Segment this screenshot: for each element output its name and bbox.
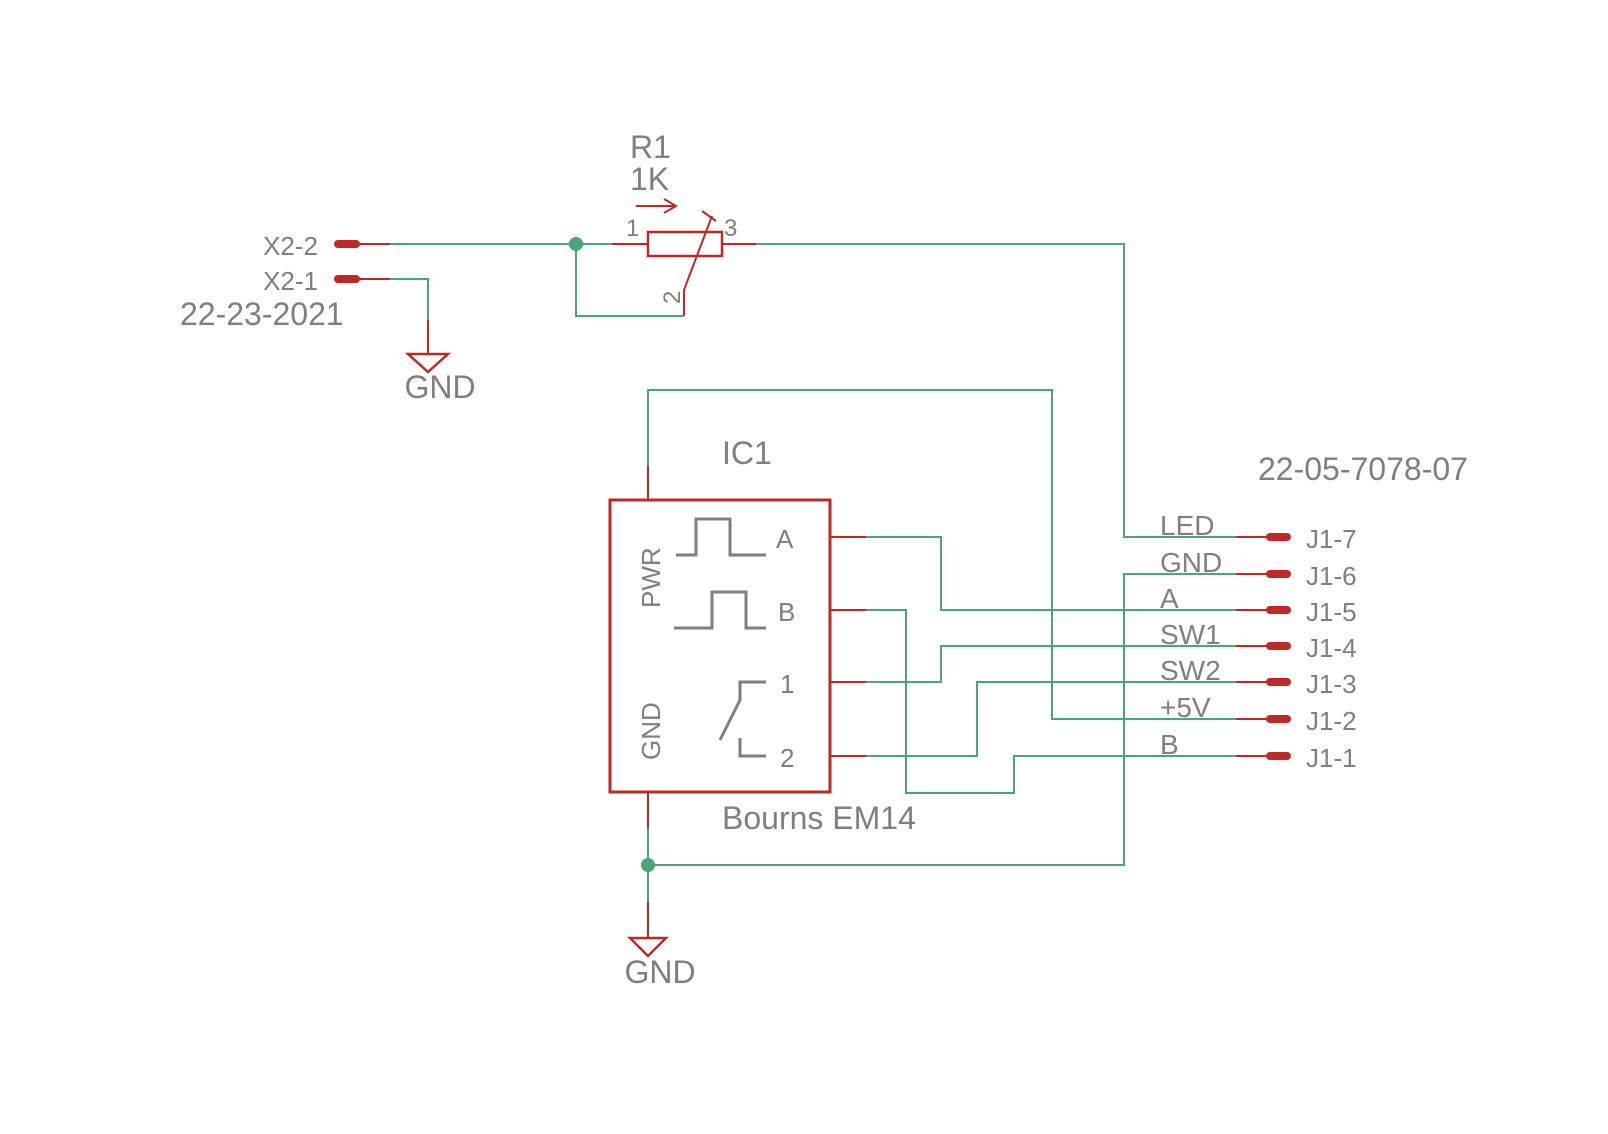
connector-x2: X2-2 X2-1 22-23-2021 bbox=[180, 231, 390, 332]
wire-gnd-to-j1-6 bbox=[648, 573, 1236, 866]
ic1-body bbox=[608, 498, 832, 794]
ic1-gnd-label: GND bbox=[636, 702, 666, 760]
r1-pin1-number: 1 bbox=[626, 215, 639, 242]
junction-dot bbox=[569, 237, 583, 251]
r1-value: 1K bbox=[630, 161, 669, 197]
j1-part-number: 22-05-7078-07 bbox=[1258, 451, 1468, 487]
ic1-part-name: Bourns EM14 bbox=[722, 800, 916, 836]
wire-r1-to-led bbox=[756, 243, 1236, 538]
ground-symbol-ic1: GND bbox=[624, 902, 696, 990]
r1-designator: R1 bbox=[630, 129, 671, 165]
j1-pin-6: GND J1-6 bbox=[1160, 547, 1357, 591]
pulse-b-icon bbox=[674, 590, 766, 630]
r1-wiper-arrowhead bbox=[663, 198, 678, 214]
j1-net-label: GND bbox=[1160, 547, 1222, 578]
wire-pwr-to-5v bbox=[647, 389, 1236, 720]
r1-body bbox=[646, 230, 724, 258]
x2-pin1-label: X2-1 bbox=[263, 266, 318, 296]
j1-pin-4: SW1 J1-4 bbox=[1160, 619, 1357, 663]
j1-pin-id: J1-7 bbox=[1306, 524, 1357, 554]
j1-pin-id: J1-6 bbox=[1306, 561, 1357, 591]
ic1-designator: IC1 bbox=[722, 435, 772, 471]
wire-r1-wiper-loop bbox=[575, 244, 684, 317]
j1-pin-2: +5V J1-2 bbox=[1160, 692, 1357, 736]
switch-icon bbox=[718, 680, 766, 741]
j1-pin-id: J1-3 bbox=[1306, 669, 1357, 699]
j1-net-label: A bbox=[1160, 583, 1179, 614]
x2-part-number: 22-23-2021 bbox=[180, 296, 344, 332]
j1-net-label: +5V bbox=[1160, 692, 1211, 723]
resistor-r1: R1 1K 1 3 2 bbox=[612, 129, 756, 316]
junction-dot bbox=[641, 858, 655, 872]
ground-symbol-x2: GND bbox=[404, 320, 476, 405]
ic1-pwr-label: PWR bbox=[636, 547, 666, 608]
ground-label: GND bbox=[404, 369, 475, 405]
j1-net-label: LED bbox=[1160, 510, 1214, 541]
r1-pin2-number: 2 bbox=[659, 291, 686, 304]
wire-x2-1-to-gnd bbox=[390, 278, 429, 320]
wire-sw2-to-j1-3 bbox=[866, 681, 1236, 757]
ground-icon bbox=[404, 352, 452, 374]
j1-pin-7: LED J1-7 bbox=[1160, 510, 1357, 554]
j1-pin-5: A J1-5 bbox=[1160, 583, 1357, 627]
r1-adjust-line bbox=[683, 215, 713, 291]
j1-net-label: SW2 bbox=[1160, 655, 1221, 686]
j1-pin-id: J1-4 bbox=[1306, 633, 1357, 663]
j1-pin-id: J1-2 bbox=[1306, 706, 1357, 736]
ic1-pin-b-label: B bbox=[778, 597, 795, 627]
j1-pin-1: B J1-1 bbox=[1160, 729, 1357, 773]
r1-adjust-tick bbox=[701, 210, 717, 222]
wire-sw1-to-j1-4 bbox=[866, 645, 1236, 683]
ic1: IC1 Bourns EM14 PWR GND A B 1 2 bbox=[608, 435, 916, 836]
wire-b-to-j1-1 bbox=[866, 609, 1236, 794]
ground-label: GND bbox=[624, 954, 695, 990]
switch-contact-icon bbox=[738, 738, 766, 758]
j1-net-label: SW1 bbox=[1160, 619, 1221, 650]
wire-a-to-j1-5 bbox=[866, 536, 1236, 611]
ic1-pin-a-label: A bbox=[776, 524, 794, 554]
j1-pin-id: J1-5 bbox=[1306, 597, 1357, 627]
connector-j1: 22-05-7078-07 LED J1-7 GND J1-6 A J1-5 S… bbox=[1160, 451, 1468, 773]
ground-icon bbox=[626, 936, 670, 958]
r1-pin3-number: 3 bbox=[724, 215, 737, 242]
pulse-a-icon bbox=[676, 517, 766, 557]
j1-pin-3: SW2 J1-3 bbox=[1160, 655, 1357, 699]
j1-pin-id: J1-1 bbox=[1306, 743, 1357, 773]
ic1-pin-2-label: 2 bbox=[780, 743, 794, 773]
ic1-pin-1-label: 1 bbox=[780, 669, 794, 699]
x2-pin2-label: X2-2 bbox=[263, 231, 318, 261]
j1-net-label: B bbox=[1160, 729, 1179, 760]
